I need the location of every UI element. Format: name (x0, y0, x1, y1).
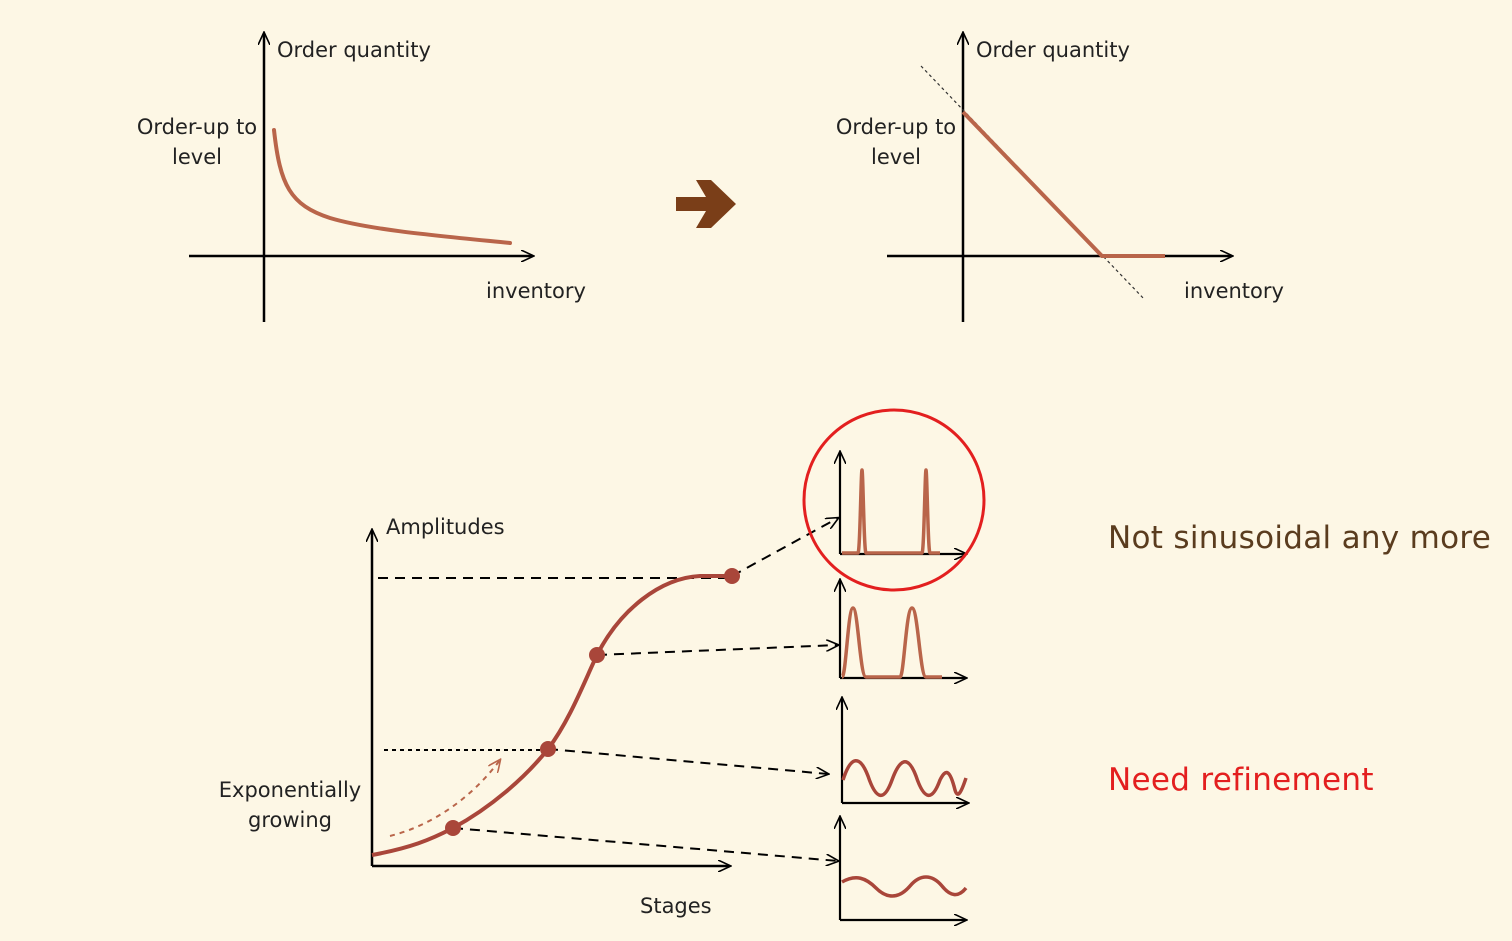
peak-waveform-panel (840, 580, 966, 678)
amplitude-graph: Amplitudes Stages Exponentially growing (219, 515, 838, 918)
stage-point-1 (445, 820, 461, 836)
top-left-level-label-line2: level (172, 145, 222, 169)
large-sine-panel (842, 698, 968, 803)
top-right-graph: Order quantity inventory Order-up to lev… (836, 33, 1284, 322)
highlight-circle (802, 408, 986, 592)
top-right-level-label-line2: level (871, 145, 921, 169)
stage-point-2 (540, 741, 556, 757)
top-right-order-policy-line (961, 110, 1165, 258)
peak-waveform (840, 606, 942, 679)
need-refinement-note: Need refinement (1108, 762, 1374, 798)
stages-axis-label: Stages (640, 894, 712, 918)
amplitude-axis-label: Amplitudes (386, 515, 505, 539)
connector-to-peak-wave (596, 645, 838, 656)
spike-waveform (842, 468, 940, 555)
stage-point-4 (724, 568, 740, 584)
small-sine-panel (840, 817, 966, 920)
top-left-level-label-line1: Order-up to (137, 115, 257, 139)
top-left-y-axis-label: Order quantity (277, 38, 431, 62)
top-right-y-axis-label: Order quantity (976, 38, 1130, 62)
top-right-level-label-line1: Order-up to (836, 115, 956, 139)
not-sinusoidal-note: Not sinusoidal any more (1108, 520, 1492, 556)
spike-waveform-panel (840, 452, 966, 554)
growth-trend-arrow (389, 760, 500, 837)
connector-to-small-sine (452, 827, 838, 861)
growth-label-line2: growing (248, 808, 332, 832)
top-left-graph: Order quantity inventory Order-up to lev… (137, 33, 586, 322)
right-arrow-icon (676, 180, 736, 228)
growth-label-line1: Exponentially (219, 778, 361, 802)
slide-navigation-bar[interactable] (1000, 929, 1500, 937)
top-left-x-axis-label: inventory (486, 279, 586, 303)
top-left-decay-curve (272, 128, 512, 245)
connector-to-large-sine (547, 748, 828, 774)
stage-point-3 (589, 647, 605, 663)
small-sine-waveform (841, 875, 968, 898)
amplitude-growth-curve (371, 574, 732, 857)
connector-to-spike-wave (731, 518, 838, 577)
large-sine-waveform (841, 759, 968, 797)
top-right-x-axis-label: inventory (1184, 279, 1284, 303)
